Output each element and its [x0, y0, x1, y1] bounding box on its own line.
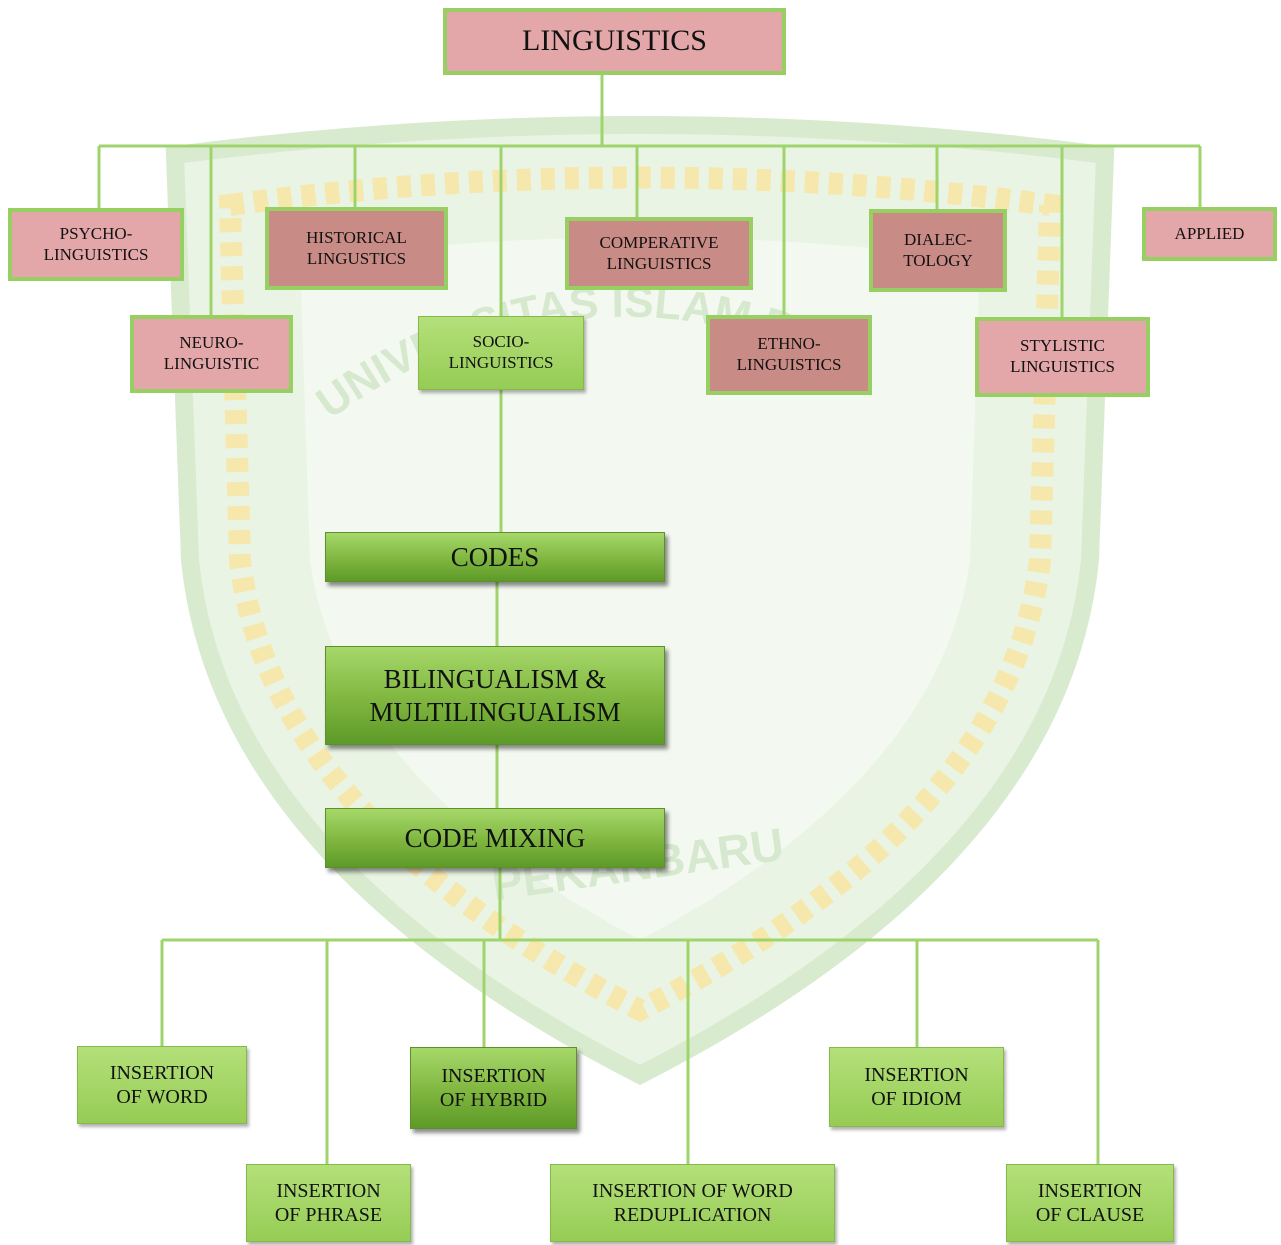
node-historical-linguistics: HISTORICAL LINGUSTICS: [265, 207, 448, 290]
connector-group: [97, 73, 1202, 1164]
node-insertion-of-hybrid: INSERTION OF HYBRID: [410, 1047, 577, 1129]
node-insertion-of-phrase: INSERTION OF PHRASE: [246, 1164, 411, 1242]
node-bilingualism-multilingualism: BILINGUALISM & MULTILINGUALISM: [325, 646, 665, 745]
node-codes: CODES: [325, 532, 665, 582]
node-insertion-of-word-reduplication: INSERTION OF WORD REDUPLICATION: [550, 1164, 835, 1242]
node-applied: APPLIED: [1142, 207, 1277, 261]
node-insertion-of-clause: INSERTION OF CLAUSE: [1006, 1164, 1174, 1242]
node-insertion-of-word: INSERTION OF WORD: [77, 1046, 247, 1124]
node-dialectology: DIALEC- TOLOGY: [869, 209, 1007, 292]
node-neurolinguistic: NEURO- LINGUISTIC: [130, 315, 293, 393]
node-code-mixing: CODE MIXING: [325, 808, 665, 868]
node-sociolinguistics: SOCIO- LINGUISTICS: [418, 316, 584, 390]
node-comperative-linguistics: COMPERATIVE LINGUISTICS: [565, 217, 753, 290]
node-ethnolinguistics: ETHNO- LINGUISTICS: [706, 315, 872, 395]
node-insertion-of-idiom: INSERTION OF IDIOM: [829, 1047, 1004, 1127]
node-stylistic-linguistics: STYLISTIC LINGUISTICS: [975, 317, 1150, 397]
node-psycholinguistics: PSYCHO- LINGUISTICS: [8, 208, 184, 281]
root-node-linguistics: LINGUISTICS: [443, 8, 786, 75]
